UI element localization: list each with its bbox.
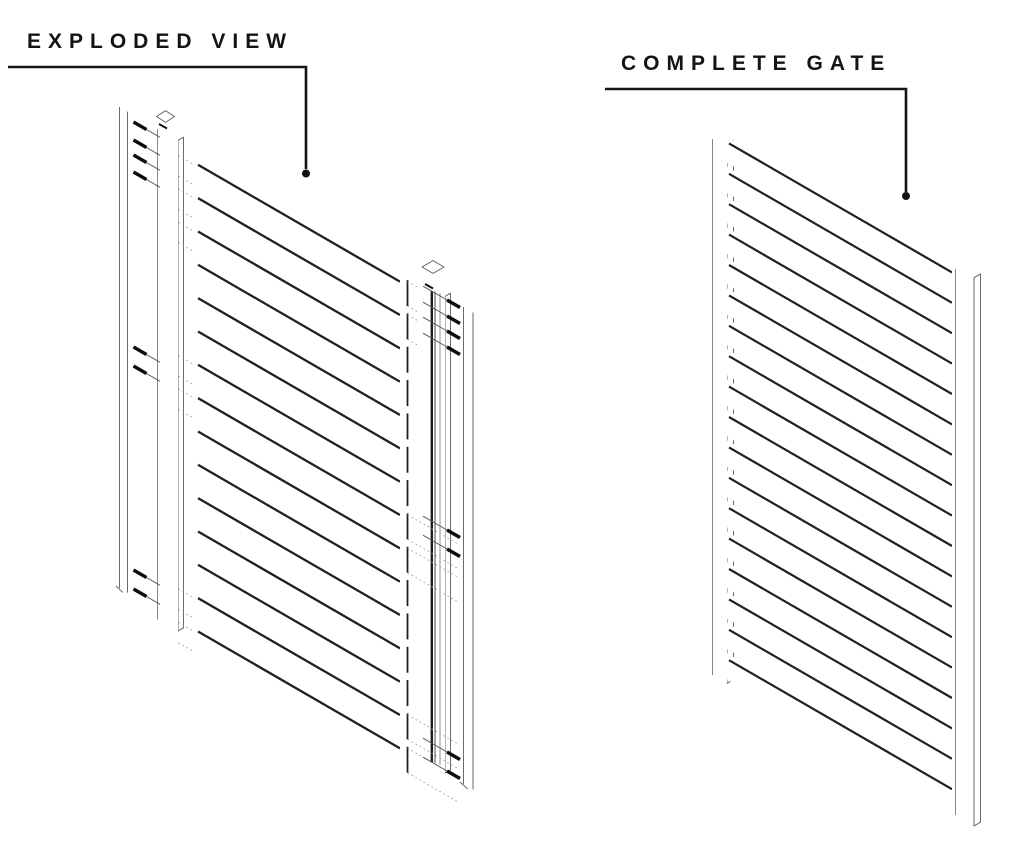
exploded-dashed-lines (178, 155, 460, 803)
slat (726, 257, 953, 415)
complete-right-post (952, 265, 981, 827)
complete-slat-panel (726, 136, 953, 810)
exploded-view-drawing (8, 65, 477, 803)
slat (192, 391, 409, 540)
post-cap-right (418, 258, 448, 276)
cover-strip-right (459, 305, 477, 792)
slat (192, 224, 409, 373)
complete-leader-line (605, 87, 910, 200)
cover-strip-left (115, 105, 131, 595)
complete-gate-title: COMPLETE GATE (621, 52, 892, 75)
slat (726, 531, 953, 688)
slat (726, 348, 953, 506)
slat (726, 561, 953, 719)
complete-leader-dot (902, 192, 910, 200)
slat (192, 491, 409, 640)
slat (192, 591, 409, 740)
screws-right (422, 285, 461, 780)
slat (726, 288, 953, 445)
complete-left-post-cap (704, 106, 742, 141)
exploded-slat-panel (192, 158, 409, 773)
slat (192, 191, 409, 340)
slat (726, 500, 953, 658)
slat (192, 524, 409, 673)
slat (726, 470, 953, 627)
slat (726, 409, 953, 567)
gate-post-right (420, 279, 451, 774)
exploded-leader-line (8, 65, 310, 178)
slat (192, 424, 409, 573)
slat (192, 257, 409, 407)
slat (192, 291, 409, 440)
gate-post-left (153, 120, 184, 632)
slat (192, 324, 409, 473)
slat (726, 652, 953, 810)
screws-left (132, 120, 161, 605)
slat (726, 227, 953, 384)
exploded-leader-dot (302, 169, 310, 178)
complete-left-post (709, 135, 727, 684)
exploded-view-title: EXPLODED VIEW (27, 30, 294, 53)
post-cap-left (152, 108, 179, 125)
slat (726, 136, 953, 293)
complete-right-post-cap (949, 236, 987, 271)
slat (192, 158, 409, 307)
slat (726, 166, 953, 323)
complete-gate-drawing (605, 87, 987, 827)
slat (726, 318, 953, 475)
slat (192, 457, 409, 607)
slat (726, 379, 953, 536)
slat (726, 592, 953, 749)
slat (192, 357, 409, 507)
slat (726, 196, 953, 354)
slat (726, 622, 953, 779)
slat (192, 624, 409, 773)
slat (192, 557, 409, 707)
slat (726, 440, 953, 597)
